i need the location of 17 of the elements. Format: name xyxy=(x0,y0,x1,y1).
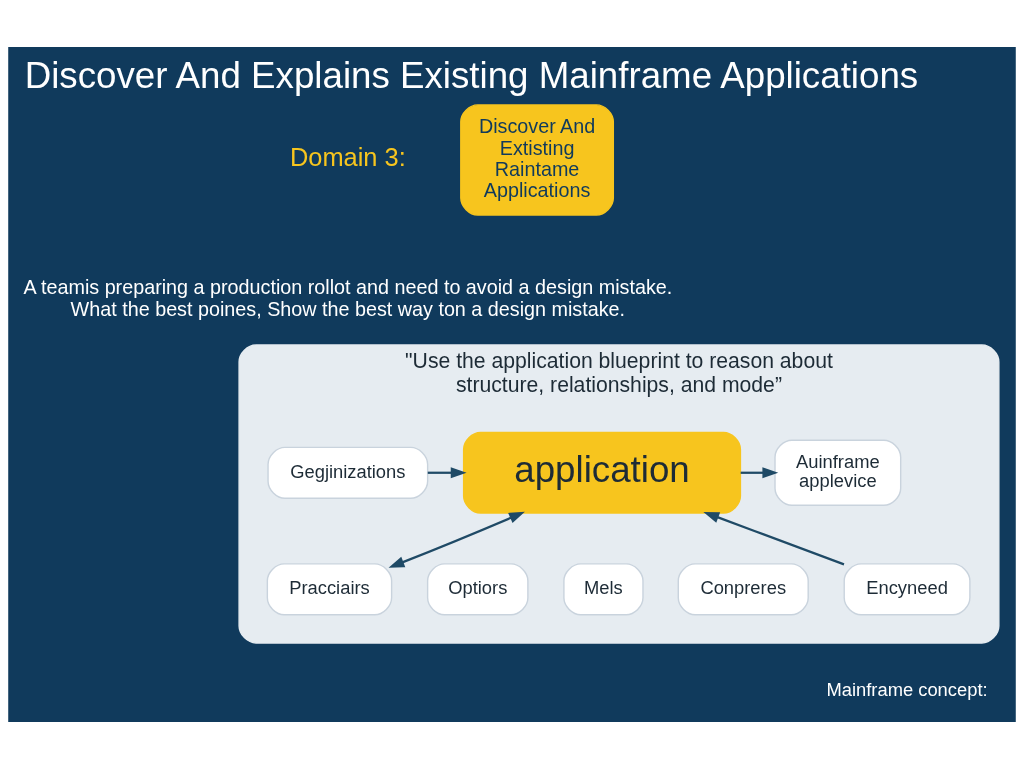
arrow xyxy=(388,511,525,568)
node-box: Pracciairs xyxy=(266,562,393,615)
node-box: application xyxy=(462,431,742,514)
node-box: Mels xyxy=(563,562,644,615)
node-box: Encyneed xyxy=(843,562,971,615)
diagram-title: Discover And Explains Existing Mainframe Applications xyxy=(24,54,919,96)
label: Mainframe concept: xyxy=(826,678,988,700)
label: A teamis preparing a production rollot and need to avoid a design mistake. What the best poines, Show the best way ton a design mistake. xyxy=(23,275,673,320)
node-box: Discover And Extisting Raintame Applications xyxy=(460,103,615,216)
arrow xyxy=(703,511,845,565)
arrow xyxy=(427,466,467,478)
node-box: Conpreres xyxy=(677,562,809,615)
node-box: Optiors xyxy=(426,562,529,615)
arrow xyxy=(740,466,779,478)
label: Domain 3: xyxy=(289,142,406,171)
node-box: Auinframe applevice xyxy=(774,439,902,506)
node-box: Gegjinizations xyxy=(267,446,429,499)
